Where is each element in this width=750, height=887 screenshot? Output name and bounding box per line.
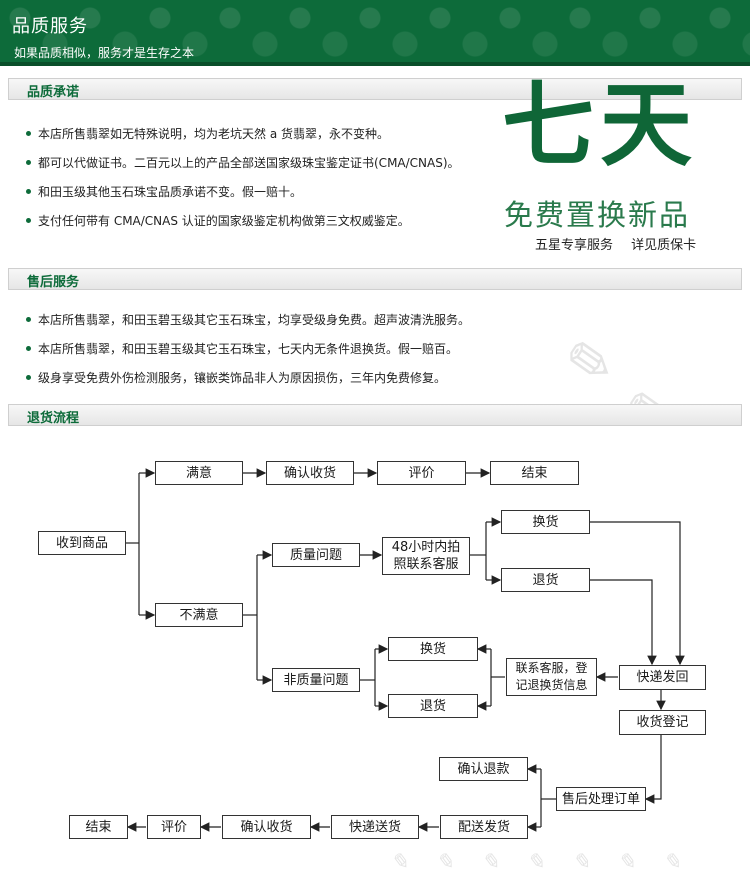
after-sale-item: 级身享受免费外伤检测服务，镶嵌类饰品非人为原因损伤，三年内免费修复。 [26,369,446,386]
flow-node-review: 评价 [147,815,201,839]
flow-node-receive: 收到商品 [38,531,126,555]
flow-node-return: 退货 [388,694,478,718]
header-banner [0,0,750,66]
header-divider [0,62,750,66]
bullet-icon [26,317,31,322]
banner-subtitle: 如果品质相似，服务才是生存之本 [14,46,195,60]
quality-item-text: 本店所售翡翠如无特殊说明，均为老坑天然 a 货翡翠，永不变种。 [38,127,389,141]
flow-node-confirm-receipt: 确认收货 [266,461,354,485]
flow-node-satisfied: 满意 [155,461,243,485]
quality-item: 和田玉级其他玉石珠宝品质承诺不变。假一赔十。 [26,183,302,200]
quality-item-text: 支付任何带有 CMA/CNAS 认证的国家级鉴定机构做第三文权威鉴定。 [38,214,410,228]
banner-title: 品质服务 [12,16,88,37]
flow-node-express-back: 快递发回 [619,665,706,690]
flow-node-quality-issue: 质量问题 [272,543,360,567]
flow-node-non-quality: 非质量问题 [272,668,360,692]
after-sale-item-text: 本店所售翡翠，和田玉碧玉级其它玉石珠宝，七天内无条件退换货。假一赔百。 [38,342,459,356]
watermark-stamp: ✎ ✎ ✎ ✎ ✎ ✎ ✎ [390,850,691,875]
bullet-icon [26,160,31,165]
quality-item: 都可以代做证书。二百元以上的产品全部送国家级珠宝鉴定证书(CMA/CNAS)。 [26,154,460,171]
flow-node-express-send: 快递送货 [331,815,419,839]
flow-node-confirm-receipt: 确认收货 [222,815,311,839]
quality-heading: 品质承诺 [27,85,80,100]
after-sale-heading: 售后服务 [27,275,80,290]
after-sale-item: 本店所售翡翠，和田玉碧玉级其它玉石珠宝，均享受级身免费。超声波清洗服务。 [26,311,470,328]
bullet-icon [26,346,31,351]
returns-heading: 退货流程 [27,411,80,426]
bullet-icon [26,375,31,380]
flow-node-return: 退货 [501,568,590,592]
after-sale-item: 本店所售翡翠，和田玉碧玉级其它玉石珠宝，七天内无条件退换货。假一赔百。 [26,340,458,357]
bullet-icon [26,189,31,194]
flow-node-unsatisfied: 不满意 [155,603,243,627]
flow-node-after-sale-order: 售后处理订单 [556,787,646,811]
flow-node-end: 结束 [69,815,128,839]
quality-item: 本店所售翡翠如无特殊说明，均为老坑天然 a 货翡翠，永不变种。 [26,125,389,142]
after-sale-item-text: 本店所售翡翠，和田玉碧玉级其它玉石珠宝，均享受级身免费。超声波清洗服务。 [38,313,471,327]
quality-item-text: 和田玉级其他玉石珠宝品质承诺不变。假一赔十。 [38,185,303,199]
seven-days-headline: 七天 [502,72,699,179]
flow-node-ship-out: 配送发货 [440,815,528,839]
quality-item-text: 都可以代做证书。二百元以上的产品全部送国家级珠宝鉴定证书(CMA/CNAS)。 [38,156,460,170]
flow-node-photo-48h: 48小时内拍照联系客服 [382,537,470,575]
flow-node-confirm-refund: 确认退款 [439,757,528,781]
bullet-icon [26,131,31,136]
free-exchange-text: 免费置换新品 [504,198,691,232]
returns-section-header: 退货流程 [8,404,742,426]
flow-node-exchange: 换货 [501,510,590,534]
after-sale-section-header: 售后服务 [8,268,742,290]
flow-node-end: 结束 [490,461,579,485]
quality-item: 支付任何带有 CMA/CNAS 认证的国家级鉴定机构做第三文权威鉴定。 [26,212,410,229]
quality-section-header: 品质承诺 [8,78,742,100]
flow-node-receipt-register: 收货登记 [619,710,706,735]
flow-node-review: 评价 [377,461,466,485]
after-sale-item-text: 级身享受免费外伤检测服务，镶嵌类饰品非人为原因损伤，三年内免费修复。 [38,371,447,385]
bullet-icon [26,218,31,223]
flow-node-contact-service: 联系客服，登记退换货信息 [506,658,597,696]
flow-node-exchange: 换货 [388,637,478,661]
service-tags: 五星专享服务 详见质保卡 [535,238,697,253]
